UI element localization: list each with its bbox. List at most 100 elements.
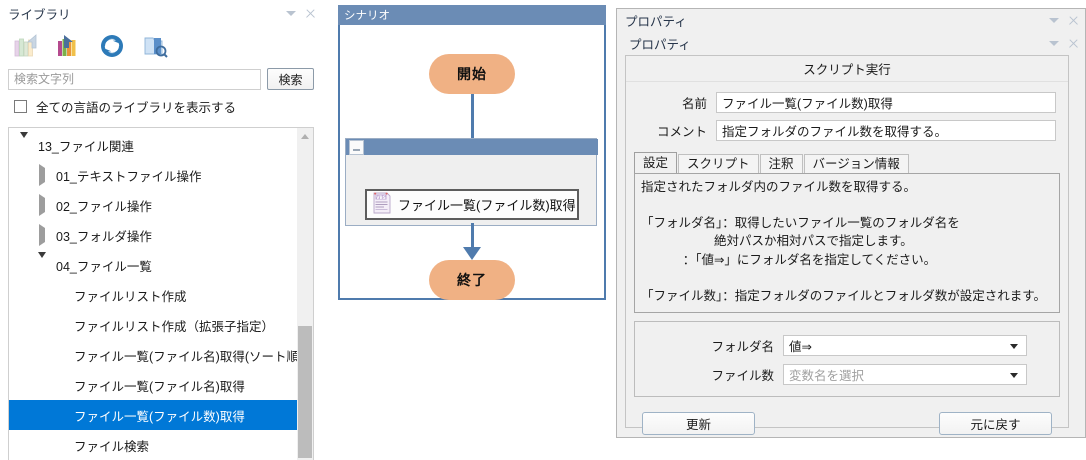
properties-outer-caption-bar: プロパティ xyxy=(617,9,1085,31)
field-row-name: 名前 xyxy=(626,88,1068,116)
tree-item-selected[interactable]: ファイル一覧(ファイル数)取得 xyxy=(9,400,297,430)
properties-outer-title: プロパティ xyxy=(625,14,687,29)
triangle-down-icon[interactable] xyxy=(19,132,31,152)
library-import-icon[interactable] xyxy=(11,31,41,61)
folder-name-combo[interactable]: 値⇒ xyxy=(783,335,1027,356)
triangle-down-icon[interactable] xyxy=(37,252,49,272)
show-all-languages-row[interactable]: 全ての言語のライブラリを表示する xyxy=(0,92,322,120)
name-field-input[interactable] xyxy=(716,91,1056,113)
tree-item-label: ファイルリスト作成 xyxy=(74,289,187,304)
tree-item[interactable]: 03_フォルダ操作 xyxy=(9,220,297,250)
library-scrollbar[interactable] xyxy=(297,128,313,460)
description-text: 指定されたフォルダ内のファイル数を取得する。 「フォルダ名」：取得したいファイル… xyxy=(634,173,1060,313)
file-count-label: ファイル数 xyxy=(711,369,774,383)
flow-arrow-icon xyxy=(463,247,481,260)
bullet-icon xyxy=(55,408,67,422)
scenario-panel: シナリオ 開始 VBS xyxy=(338,5,606,460)
scenario-canvas[interactable]: 開始 VBS xyxy=(338,25,606,300)
library-panel: ライブラリ xyxy=(0,0,322,460)
tree-item[interactable]: 01_テキストファイル操作 xyxy=(9,160,297,190)
file-count-combo[interactable]: 変数名を選択 xyxy=(783,364,1027,385)
tab-3[interactable]: バージョン情報 xyxy=(803,154,909,173)
close-icon[interactable] xyxy=(305,8,316,19)
library-export-icon[interactable] xyxy=(54,31,84,61)
revert-button[interactable]: 元に戻す xyxy=(939,412,1052,435)
library-tree[interactable]: 13_ファイル関連 01_テキストファイル操作 02_ファイル操作 03_フォルダ操作… xyxy=(8,127,314,460)
chevron-down-icon-inner[interactable] xyxy=(1049,40,1059,46)
properties-button-row: 更新 元に戻す xyxy=(626,397,1068,435)
scenario-title: シナリオ xyxy=(344,10,390,22)
bullet-icon xyxy=(55,378,67,392)
tree-item[interactable]: ファイル一覧(ファイル名)取得(ソート順あり) xyxy=(9,340,313,370)
chevron-down-icon-folder[interactable] xyxy=(1010,344,1018,349)
tree-item-label: 03_フォルダ操作 xyxy=(56,229,152,244)
tree-item[interactable]: ファイルリスト作成 xyxy=(9,280,297,310)
close-icon-inner[interactable] xyxy=(1068,38,1079,49)
triangle-right-icon[interactable] xyxy=(37,194,49,216)
tree-item-label: ファイルリスト作成（拡張子指定） xyxy=(74,319,275,334)
tree-item[interactable]: 02_ファイル操作 xyxy=(9,190,297,220)
tree-item-label: ファイル検索 xyxy=(74,439,150,454)
flow-connector-top xyxy=(471,94,474,138)
tree-item-label: 02_ファイル操作 xyxy=(56,199,152,214)
tree-item[interactable]: 13_ファイル関連 xyxy=(9,130,297,160)
close-icon-outer[interactable] xyxy=(1068,15,1079,26)
bullet-icon xyxy=(55,288,67,302)
folder-name-label: フォルダ名 xyxy=(711,340,774,354)
file-count-combo-value: 変数名を選択 xyxy=(789,369,865,383)
flow-step-label: ファイル一覧(ファイル数)取得 xyxy=(398,198,576,213)
flow-group-header[interactable] xyxy=(346,139,598,155)
flow-group-container[interactable]: VBS ファイル一覧(ファイル数)取得 xyxy=(345,138,598,226)
parameters-box: フォルダ名 値⇒ ファイル数 変数名を選択 xyxy=(634,321,1060,397)
flow-node-start[interactable]: 開始 xyxy=(429,54,515,94)
tree-item-label: 01_テキストファイル操作 xyxy=(56,169,202,184)
tree-item[interactable]: ファイル一覧(ファイル名)取得 xyxy=(9,370,297,400)
chevron-down-icon-filecount[interactable] xyxy=(1010,373,1018,378)
name-field-label: 名前 xyxy=(681,96,707,111)
comment-field-label: コメント xyxy=(656,124,707,139)
comment-field-input[interactable] xyxy=(716,119,1056,141)
tree-item-label: ファイル一覧(ファイル名)取得 xyxy=(74,379,245,394)
library-title: ライブラリ xyxy=(8,7,71,22)
library-tree-items: 13_ファイル関連 01_テキストファイル操作 02_ファイル操作 03_フォルダ操作… xyxy=(9,128,313,460)
properties-tabstrip: 設定スクリプト注釈バージョン情報 xyxy=(626,152,1068,173)
svg-text:VBS: VBS xyxy=(376,195,385,200)
tree-item-label: ファイル一覧(ファイル数)取得 xyxy=(74,409,245,424)
flow-connector-bottom xyxy=(471,223,474,249)
bullet-icon xyxy=(55,348,67,362)
tree-item[interactable]: ファイル検索 xyxy=(9,430,297,460)
flow-node-end[interactable]: 終了 xyxy=(429,260,515,300)
properties-heading: スクリプト実行 xyxy=(626,56,1068,82)
flow-step-node[interactable]: VBS ファイル一覧(ファイル数)取得 xyxy=(365,189,579,220)
triangle-right-icon[interactable] xyxy=(37,164,49,186)
library-refresh-icon[interactable] xyxy=(97,31,127,61)
param-row-filecount: ファイル数 変数名を選択 xyxy=(635,360,1059,389)
show-all-languages-label: 全ての言語のライブラリを表示する xyxy=(36,100,237,115)
show-all-languages-checkbox[interactable] xyxy=(14,99,27,113)
tree-item[interactable]: ファイルリスト作成（拡張子指定） xyxy=(9,310,297,340)
param-row-folder: フォルダ名 値⇒ xyxy=(635,331,1059,360)
chevron-down-icon[interactable] xyxy=(286,10,296,16)
tree-item-label: 04_ファイル一覧 xyxy=(56,259,152,274)
scroll-up-icon[interactable] xyxy=(297,128,313,145)
scrollbar-thumb[interactable] xyxy=(298,326,312,458)
update-button[interactable]: 更新 xyxy=(642,412,755,435)
library-caption-bar: ライブラリ xyxy=(0,0,322,26)
triangle-right-icon[interactable] xyxy=(37,224,49,246)
tree-item[interactable]: 04_ファイル一覧 xyxy=(9,250,297,280)
tab-1[interactable]: スクリプト xyxy=(678,154,759,173)
field-row-comment: コメント xyxy=(626,116,1068,144)
flow-group-collapse-icon[interactable] xyxy=(349,140,364,155)
folder-name-combo-value: 値⇒ xyxy=(789,340,812,354)
scenario-caption-bar: シナリオ xyxy=(338,5,606,25)
search-input[interactable] xyxy=(8,68,261,90)
properties-inner-caption-bar: プロパティ xyxy=(617,31,1085,55)
tab-2[interactable]: 注釈 xyxy=(759,154,803,173)
search-button[interactable]: 検索 xyxy=(267,68,314,90)
vbs-script-icon: VBS xyxy=(372,192,392,217)
library-browse-icon[interactable] xyxy=(140,31,170,61)
tab-0[interactable]: 設定 xyxy=(634,152,678,173)
chevron-down-icon-outer[interactable] xyxy=(1049,17,1059,23)
